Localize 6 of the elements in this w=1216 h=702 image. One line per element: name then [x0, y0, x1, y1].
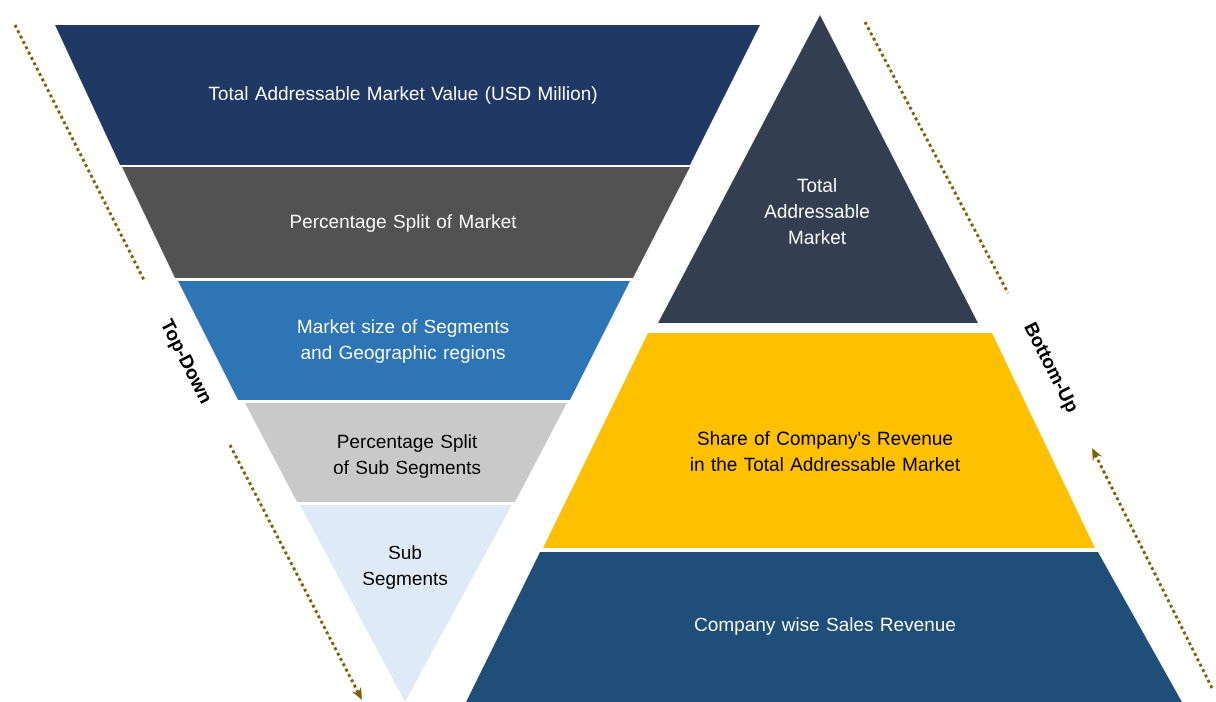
funnel-band: Percentage Split of Sub Segments	[245, 403, 567, 502]
funnel-band: Percentage Split of Market	[122, 167, 690, 278]
funnel-band: Total Addressable Market Value (USD Million)	[55, 25, 760, 165]
funnel-tip: Sub Segments	[300, 505, 512, 702]
pyramid-apex: Total Addressable Market	[658, 15, 978, 323]
pyramid-band: Company wise Sales Revenue	[466, 552, 1182, 702]
